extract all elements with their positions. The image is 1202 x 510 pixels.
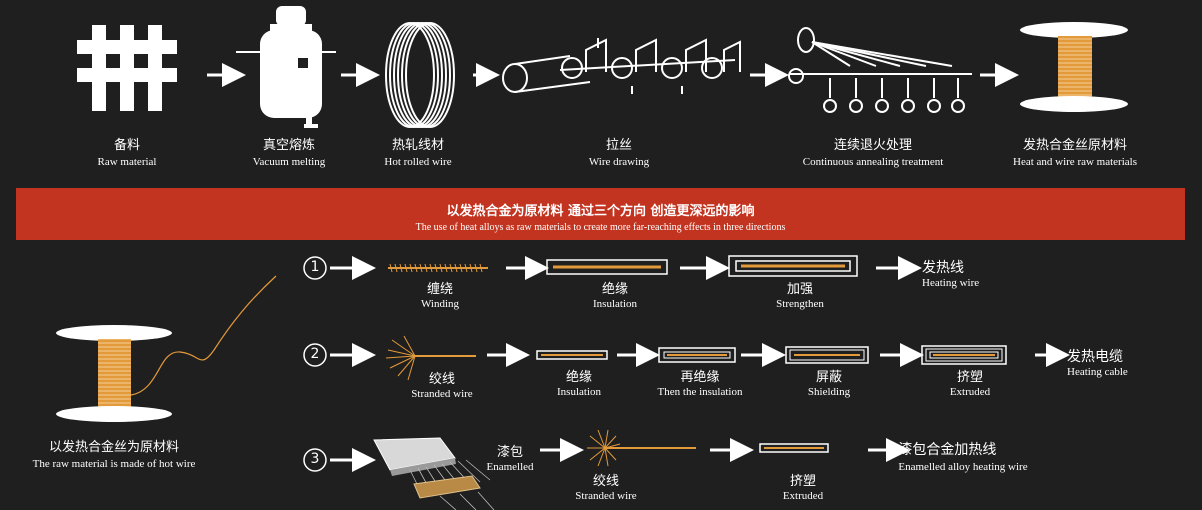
result-en: Heating cable — [1067, 366, 1128, 378]
step-en: Insulation — [593, 298, 637, 310]
route-3-number: 3 — [310, 451, 320, 467]
step-en: Extruded — [949, 386, 991, 398]
step-en: Vacuum melting — [252, 156, 326, 168]
step-cn: 再绝缘 — [680, 370, 720, 385]
route-2-step-stranded: 绞线 Stranded wire — [411, 368, 472, 400]
step-cn: 屏蔽 — [815, 370, 843, 385]
source-en: The raw material is made of hot wire — [32, 458, 196, 470]
banner-title: 以发热合金为原材料 通过三个方向 创造更深远的影响 — [446, 204, 755, 219]
step-cn: 挤塑 — [956, 370, 984, 385]
route-1-step-winding: 缠绕 Winding — [421, 278, 459, 310]
result-en: Heating wire — [922, 277, 980, 289]
step-raw-material: 备料 Raw material — [98, 134, 157, 168]
route-3-step-enamelled: 漆包 Enamelled — [486, 441, 533, 473]
step-cn: 挤塑 — [789, 474, 817, 489]
step-cn: 缠绕 — [426, 282, 453, 297]
step-en: Then the insulation — [657, 386, 743, 398]
route-2-diagram — [303, 335, 1070, 381]
step-en: Hot rolled wire — [384, 156, 452, 168]
vacuum-furnace-icon — [236, 6, 336, 128]
source-cn: 以发热合金丝为原材料 — [48, 440, 179, 455]
step-en: Winding — [420, 298, 460, 310]
route-2-step-shielding: 屏蔽 Shielding — [808, 366, 850, 398]
route-2-result: 发热电缆 Heating cable — [1067, 346, 1128, 378]
source-spool-icon — [56, 275, 277, 422]
step-cn: 绝缘 — [601, 282, 628, 297]
step-en: Stranded wire — [411, 388, 473, 400]
source-label: 以发热合金丝为原材料 The raw material is made of h… — [33, 436, 196, 470]
wire-coil-icon — [385, 22, 455, 128]
step-en: Continuous annealing treatment — [802, 156, 944, 168]
step-en: Insulation — [557, 386, 601, 398]
route-1-number: 1 — [310, 259, 320, 275]
route-2-step-extruded: 挤塑 Extruded — [950, 366, 990, 398]
step-cn: 热轧线材 — [391, 138, 445, 153]
step-en: Wire drawing — [588, 156, 650, 168]
route-1-result: 发热线 Heating wire — [922, 257, 979, 289]
route-1-step-strengthen: 加强 Strengthen — [776, 278, 824, 310]
step-cn: 绞线 — [428, 372, 455, 387]
step-en: Raw material — [97, 156, 157, 168]
step-cn: 发热合金丝原材料 — [1022, 138, 1127, 153]
result-en: Enamelled alloy heating wire — [898, 461, 1028, 473]
banner: 以发热合金为原材料 通过三个方向 创造更深远的影响 The use of hea… — [16, 188, 1185, 240]
route-3-step-stranded: 绞线 Stranded wire — [575, 470, 636, 502]
result-cn: 发热电缆 — [1067, 349, 1123, 365]
raw-material-icon — [77, 25, 177, 111]
step-heating-wire-raw: 发热合金丝原材料 Heat and wire raw materials — [1013, 134, 1137, 168]
route-2-step-reinsulation: 再绝缘 Then the insulation — [658, 366, 743, 398]
step-en: Heat and wire raw materials — [1013, 156, 1137, 168]
step-en: Shielding — [807, 386, 851, 398]
route-3-step-extruded: 挤塑 Extruded — [783, 470, 823, 502]
step-cn: 绝缘 — [565, 370, 592, 385]
step-en: Stranded wire — [575, 490, 637, 502]
step-continuous-annealing: 连续退火处理 Continuous annealing treatment — [803, 134, 944, 168]
step-cn: 加强 — [786, 282, 814, 297]
result-cn: 发热线 — [922, 260, 964, 276]
wire-drawing-icon — [502, 38, 741, 94]
step-cn: 备料 — [113, 138, 141, 153]
annealing-line-icon — [788, 27, 972, 113]
step-cn: 绞线 — [592, 474, 619, 489]
step-en: Enamelled — [486, 461, 534, 473]
step-cn: 连续退火处理 — [833, 138, 912, 153]
heating-wire-spool-icon — [1020, 22, 1128, 112]
route-1-diagram — [303, 255, 922, 280]
step-wire-drawing: 拉丝 Wire drawing — [589, 134, 649, 168]
route-2-step-insulation: 绝缘 Insulation — [557, 366, 601, 398]
result-cn: 漆包合金加热线 — [898, 442, 997, 458]
step-en: Strengthen — [776, 298, 824, 310]
route-3-diagram — [303, 429, 910, 510]
route-2-number: 2 — [310, 346, 320, 362]
route-3-result: 漆包合金加热线 Enamelled alloy heating wire — [898, 439, 1027, 473]
step-hot-rolled-wire: 热轧线材 Hot rolled wire — [384, 134, 451, 168]
banner-subtitle: The use of heat alloys as raw materials … — [415, 222, 786, 233]
route-1-step-insulation: 绝缘 Insulation — [593, 278, 637, 310]
step-cn: 拉丝 — [605, 138, 632, 153]
step-en: Extruded — [782, 490, 824, 502]
step-cn: 漆包 — [496, 445, 524, 460]
step-cn: 真空熔炼 — [262, 138, 315, 153]
step-vacuum-melting: 真空熔炼 Vacuum melting — [253, 134, 325, 168]
